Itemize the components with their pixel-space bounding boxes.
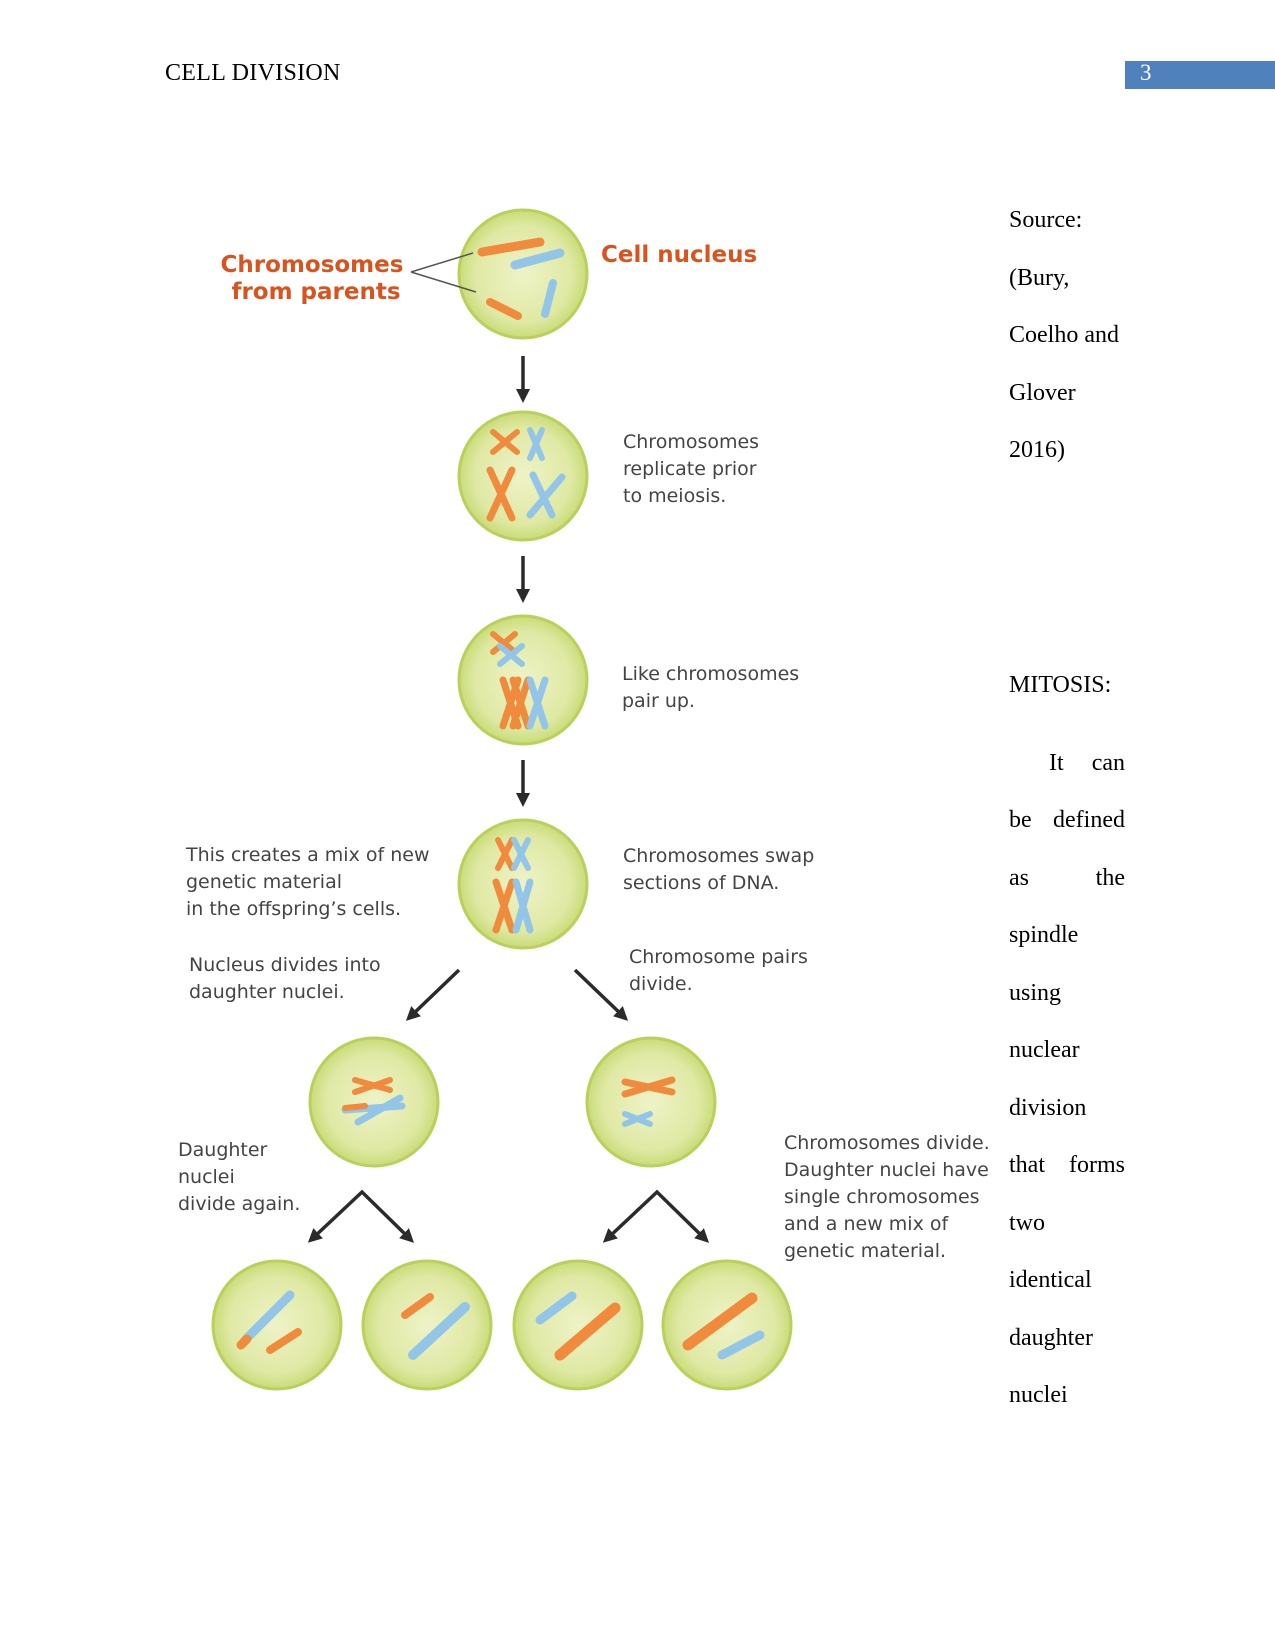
source-line: Coelho and — [1009, 322, 1119, 348]
label-pair-up: Like chromosomes pair up. — [622, 663, 805, 712]
body-word: defined — [1053, 807, 1125, 833]
cell-final-3 — [512, 1259, 644, 1391]
meiosis-diagram: Chromosomes from parents Cell nucleus Ch… — [178, 208, 996, 1391]
cell-daughter-left — [308, 1036, 440, 1168]
body-line: as the — [1009, 865, 1125, 892]
body-line: nuclear — [1009, 1037, 1080, 1063]
source-line: Source: — [1009, 207, 1083, 233]
label-daughter-divide-again: Daughter nuclei divide again. — [178, 1139, 300, 1215]
body-word: as — [1009, 865, 1029, 891]
label-cell-nucleus: Cell nucleus — [601, 242, 757, 268]
label-swap: Chromosomes swap sections of DNA. — [623, 845, 820, 894]
arrow-split-left — [405, 968, 461, 1021]
body-word: forms — [1069, 1152, 1125, 1178]
label-chromosomes-divide: Chromosomes divide. Daughter nuclei have… — [784, 1132, 996, 1262]
page-number: 3 — [1140, 60, 1152, 85]
source-line: (Bury, — [1009, 265, 1070, 291]
body-word: that — [1009, 1152, 1045, 1178]
body-line: daughter — [1009, 1325, 1093, 1351]
body-word: the — [1095, 865, 1125, 891]
running-header: CELL DIVISION — [165, 60, 341, 86]
arrow-branch-left — [307, 1189, 415, 1243]
cell-daughter-right — [585, 1036, 717, 1168]
body-line: spindle — [1009, 922, 1079, 948]
body-line: identical — [1009, 1267, 1092, 1293]
source-line: 2016) — [1009, 437, 1065, 463]
cell-crossover — [457, 818, 589, 950]
body-word: It — [1049, 750, 1064, 776]
cell-paired — [457, 614, 589, 746]
source-line: Glover — [1009, 380, 1076, 406]
label-chromosomes-from-parents: Chromosomes from parents — [221, 252, 412, 305]
label-mix: This creates a mix of new genetic materi… — [185, 844, 436, 920]
body-line: be defined — [1009, 807, 1125, 834]
page-number-bar — [1125, 61, 1275, 89]
mitosis-heading: MITOSIS: — [1009, 672, 1112, 698]
cell-replicated — [457, 410, 589, 542]
label-pairs-divide: Chromosome pairs divide. — [629, 946, 814, 995]
body-word: be — [1009, 807, 1032, 833]
body-word: can — [1091, 750, 1125, 776]
body-line: two — [1009, 1210, 1045, 1236]
pointer-line-2 — [410, 271, 477, 293]
body-line: division — [1009, 1095, 1087, 1121]
body-line: that forms — [1009, 1152, 1125, 1179]
label-replicate: Chromosomes replicate prior to meiosis. — [623, 431, 765, 507]
pointer-line-1 — [410, 252, 474, 273]
arrow-branch-right — [602, 1189, 710, 1243]
cell-final-4 — [661, 1259, 793, 1391]
label-nucleus-divides: Nucleus divides into daughter nuclei. — [189, 954, 387, 1003]
cell-final-2 — [361, 1259, 493, 1391]
body-line: nuclei — [1009, 1382, 1068, 1408]
cell-parent — [457, 208, 589, 340]
arrow-split-right — [573, 968, 629, 1021]
body-line: using — [1009, 980, 1062, 1006]
body-line: It can — [1009, 750, 1125, 777]
cell-final-1 — [211, 1259, 343, 1391]
